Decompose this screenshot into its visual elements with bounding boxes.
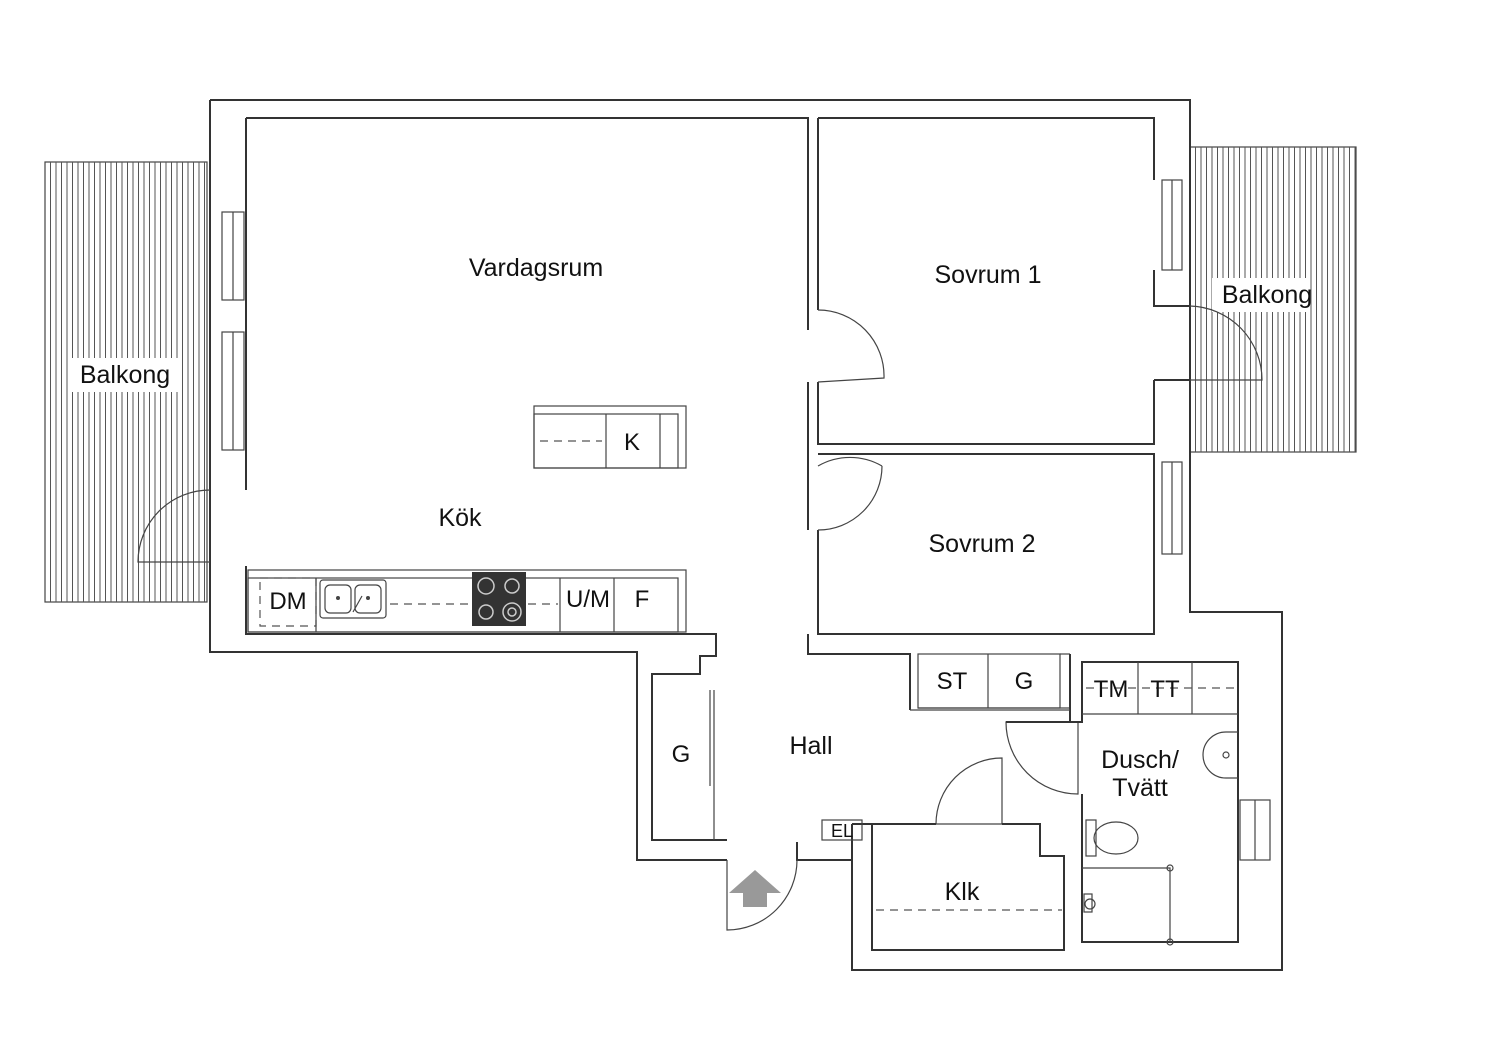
hall-cabinets (910, 653, 1071, 722)
outer-walls (209, 99, 1283, 971)
kitchen-counter (247, 569, 687, 633)
bathroom (1006, 661, 1239, 946)
label-balkong-left: Balkong (80, 361, 170, 389)
window-right-3 (1239, 799, 1271, 861)
label-um: U/M (566, 586, 610, 613)
label-kok: Kök (438, 504, 482, 532)
entrance-arrow-icon (729, 870, 781, 907)
door-balcony-left (137, 489, 211, 563)
label-klk: Klk (945, 878, 980, 906)
door-sovrum2 (817, 456, 883, 531)
washbasin-icon (1202, 731, 1238, 779)
kitchen-island (533, 405, 687, 469)
door-balcony-right (1189, 305, 1263, 381)
label-g-cabinet: G (1015, 668, 1034, 695)
label-el: EL (831, 821, 853, 841)
window-left-1 (221, 211, 245, 301)
window-left-2 (221, 331, 245, 451)
shower-tap-icon (1083, 893, 1096, 913)
label-dusch-line2: Tvätt (1112, 774, 1168, 802)
door-klk (935, 757, 1003, 825)
label-st: ST (937, 668, 968, 695)
label-hall: Hall (789, 732, 832, 760)
label-dusch-line1: Dusch/ (1101, 746, 1179, 774)
toilet-icon (1085, 819, 1139, 857)
window-right-2 (1161, 461, 1183, 555)
hall-wardrobe (709, 690, 715, 840)
stove-icon (472, 572, 526, 626)
klk-room (851, 823, 1065, 951)
electrical-panel (821, 819, 863, 841)
door-entrance (726, 859, 798, 931)
label-balkong-right: Balkong (1222, 281, 1312, 309)
door-bathroom (1005, 721, 1079, 795)
label-tt: TT (1150, 676, 1180, 703)
label-k: K (624, 429, 640, 456)
label-f: F (635, 586, 650, 613)
door-sovrum1 (817, 309, 885, 383)
sink-icon (319, 579, 387, 619)
label-sovrum2: Sovrum 2 (929, 530, 1036, 558)
window-right-1 (1161, 179, 1183, 271)
label-tm: TM (1094, 676, 1129, 703)
label-sovrum1: Sovrum 1 (935, 261, 1042, 289)
label-vardagsrum: Vardagsrum (469, 254, 603, 282)
label-dm: DM (269, 588, 306, 615)
label-g-hall: G (672, 741, 691, 768)
